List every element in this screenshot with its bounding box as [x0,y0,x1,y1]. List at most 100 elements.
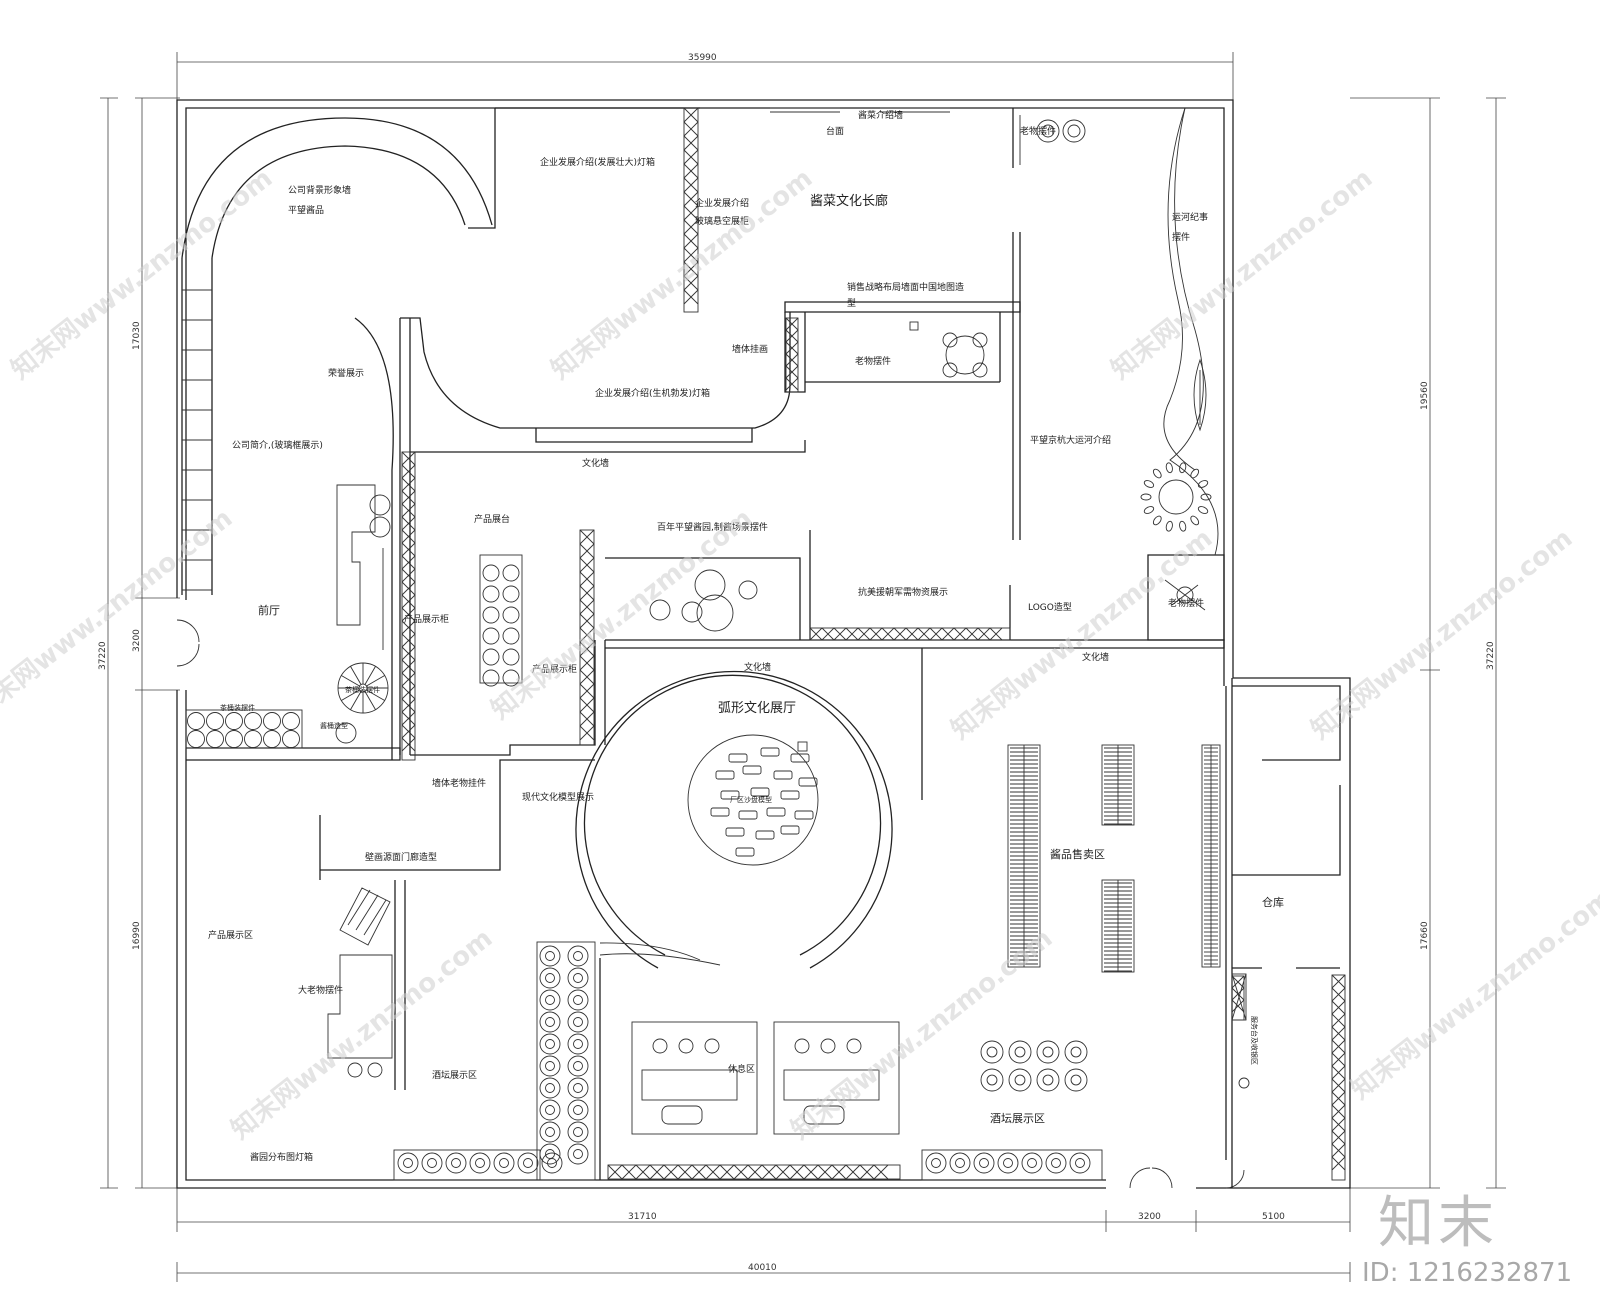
label-rest-area: 休息区 [728,1063,755,1075]
label-service-desk: 服务台及收银区 [1250,1016,1259,1065]
jar-platform [921,1149,1103,1181]
truss-wall [1331,1091,1346,1106]
wine-jar [263,730,281,748]
watermark-text: 知末网www.znzmo.com [1346,883,1600,1105]
sand-table-building [790,753,810,763]
wine-jar [545,1127,555,1137]
truss-wall [401,451,416,761]
truss-wall [1331,1000,1346,1015]
truss-wall [607,1164,623,1180]
truss-wall [401,555,416,570]
label-culture-corridor: 酱菜文化长廊 [810,193,888,209]
wine-jar [931,1158,941,1168]
truss-wall [719,1164,735,1180]
truss-wall [833,627,847,641]
plant-leaf [1165,520,1173,532]
wine-jar [980,1040,1004,1064]
wine-jar [567,945,589,967]
wine-jar [502,648,520,666]
truss-wall [953,627,967,641]
truss-wall [683,135,699,151]
label-small-display-2: 茶桶装摆件 [345,685,380,694]
wine-jar [451,1158,461,1168]
sand-table-building [780,825,800,835]
watermark-text: 知末网www.znzmo.com [1306,523,1578,745]
wine-jar [1075,1158,1085,1168]
truss-wall [1331,974,1346,989]
truss-wall [683,219,699,235]
label-small-display-3: 酱桶造型 [320,721,348,730]
truss-wall [401,516,416,531]
truss-wall [1331,1143,1346,1158]
stool [846,1038,862,1054]
label-mural-gate: 壁画源面门廊造型 [365,851,437,863]
stool [794,1038,810,1054]
label-dev-intro-vitality: 企业发展介绍(生机勃发)灯箱 [595,387,710,399]
truss-wall [941,627,955,641]
truss-wall [859,1164,875,1180]
wine-jar [973,1152,995,1174]
wine-jar [244,730,262,748]
truss-wall [401,737,416,752]
wine-jar [1051,1158,1061,1168]
sand-table-building [735,847,755,857]
wine-jar [573,951,583,961]
wine-jar [567,1055,589,1077]
label-culture-wall-2: 文化墙 [1082,651,1109,663]
truss-wall [917,627,931,641]
spiral-stair-step [341,689,360,701]
truss-wall [929,627,943,641]
wine-jar [482,627,500,645]
wine-jar [573,1039,583,1049]
label-pingwang-sauce: 平望酱品 [288,204,324,216]
spiral-stair-step [366,689,385,701]
dim-left-door: 3200 [132,629,142,652]
wine-jar [567,1033,589,1055]
wine-jar [1070,1046,1082,1058]
plant-leaf [1200,493,1212,501]
wine-jar [986,1046,998,1058]
wine-jar [539,1011,561,1033]
wine-jar [955,1158,965,1168]
truss-wall [1331,1117,1346,1132]
watermark-text: 知末网www.znzmo.com [486,503,758,725]
wine-jar [1014,1074,1026,1086]
label-product-stage: 产品展台 [474,513,510,525]
wine-jar [573,973,583,983]
wine-jar [502,585,520,603]
wine-jar [1003,1158,1013,1168]
plant-leaf [1152,468,1162,479]
truss-wall [579,599,595,615]
truss-wall [785,329,799,343]
wine-jar [567,1121,589,1143]
wine-jar [567,1099,589,1121]
truss-wall [761,1164,777,1180]
wine-jar [567,1077,589,1099]
truss-wall [785,377,799,391]
truss-wall [579,557,595,573]
wine-jar [986,1074,998,1086]
brand-logo: 知末 [1378,1191,1498,1256]
wine-jar [1070,1074,1082,1086]
watermark-layer: 知末网www.znzmo.com 知末网www.znzmo.com 知末网www… [0,163,1600,1145]
truss-wall [785,317,799,393]
truss-wall [401,685,416,700]
truss-wall [579,697,595,713]
truss-wall [649,1164,665,1180]
sand-table-building [710,807,730,817]
truss-wall [401,659,416,674]
interior-walls [186,107,1227,1180]
plant-leaf [1179,520,1187,532]
label-canal-story-a: 运河纪事 [1172,211,1208,223]
sand-table-building [738,810,758,820]
label-company-profile: 公司简介,(玻璃框展示) [232,439,323,451]
wine-jar [187,712,205,730]
jar-platform [393,1149,541,1181]
label-sales-map-b: 型 [847,298,856,309]
truss-wall [809,627,823,641]
truss-wall [785,353,799,367]
truss-wall [845,627,859,641]
wine-jar [573,1105,583,1115]
truss-wall [579,711,595,727]
truss-wall [1331,1065,1346,1080]
